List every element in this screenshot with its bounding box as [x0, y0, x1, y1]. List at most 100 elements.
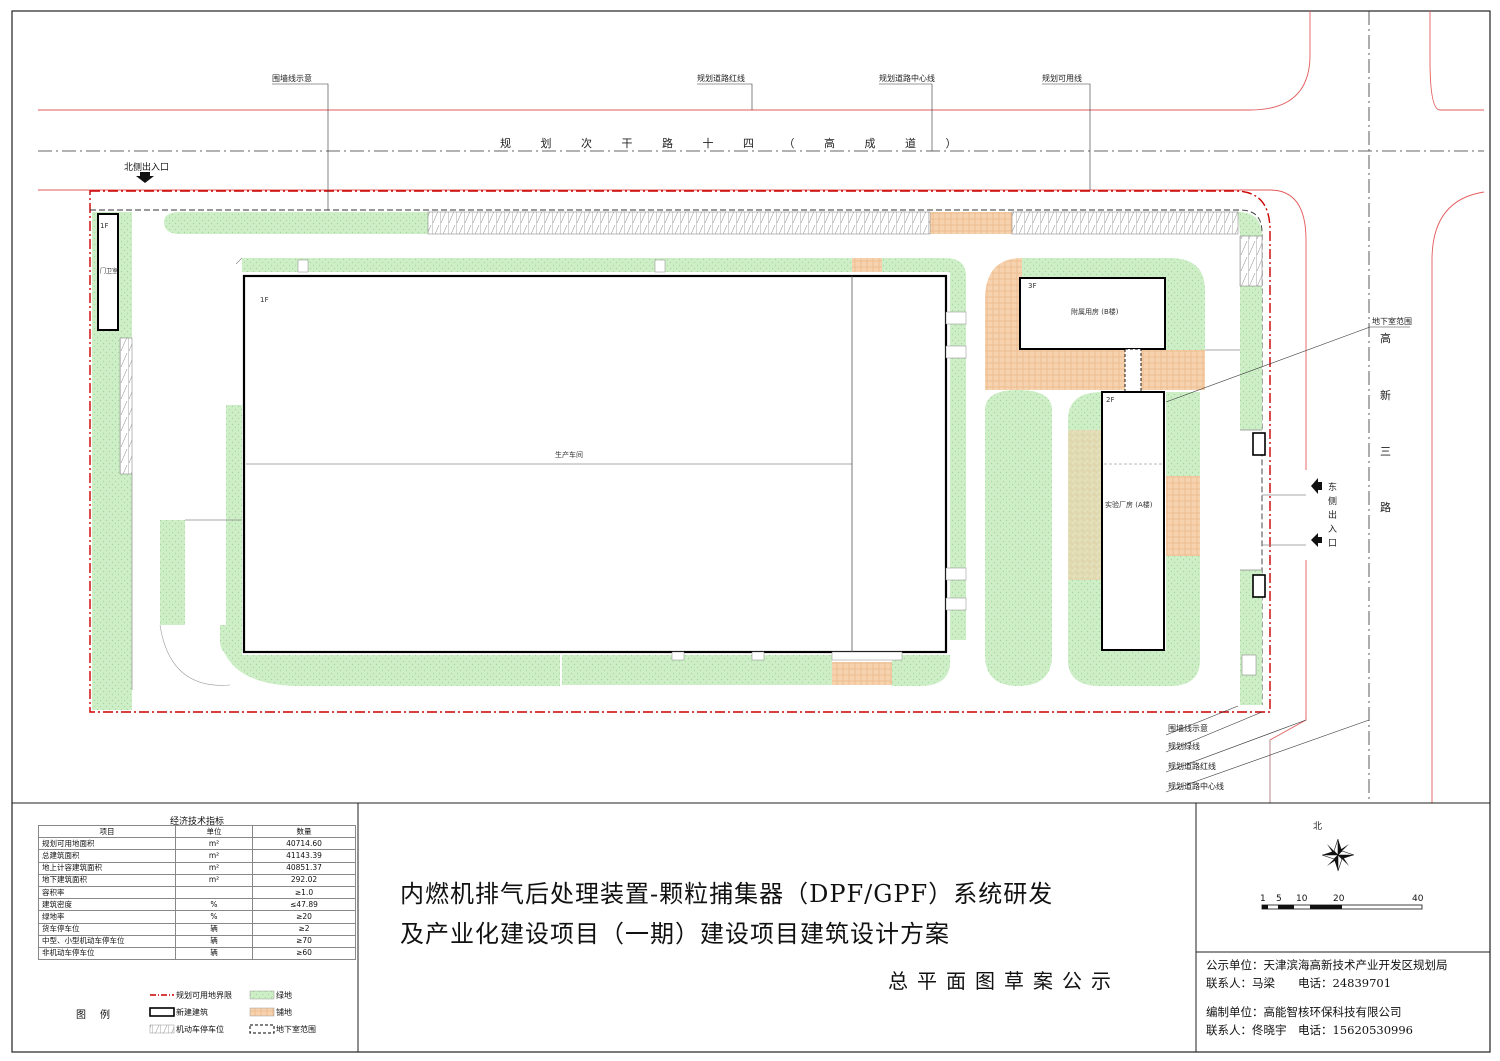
project-title-line-2: 及产业化建设项目（一期）建设项目建筑设计方案: [400, 920, 950, 948]
tech-cell-unit: m²: [175, 837, 253, 851]
tech-row: 非机动车停车位辆≥60: [38, 946, 356, 961]
project-title-line-1: 内燃机排气后处理装置-颗粒捕集器（DPF/GPF）系统研发: [400, 880, 1054, 908]
tech-cell-value: ≥70: [252, 934, 356, 948]
callout-bottom-greenline: 规划绿线: [1168, 742, 1200, 751]
callout-road-redline: 规划道路红线: [697, 74, 745, 83]
tech-row: 货车停车位辆≥2: [38, 922, 356, 936]
east-road-char-1: 高: [1380, 332, 1391, 345]
scale-bar: [1261, 904, 1423, 910]
legend-swatches: [149, 990, 275, 1034]
plan-subtitle: 总平面图草案公示: [888, 969, 1120, 993]
east-entrance-char-1: 东: [1328, 483, 1338, 493]
callout-bottom-redline: 规划道路红线: [1168, 762, 1216, 771]
sheet-border: [11, 10, 1491, 1053]
top-callout-leaders: [272, 83, 1410, 793]
lab-name-label: 实验厂房 (A楼): [1105, 501, 1153, 509]
lab-building: [1101, 391, 1165, 651]
legend-parking: 机动车停车位: [176, 1025, 224, 1034]
parking-strips: [119, 211, 1263, 475]
tech-cell-item: 绿地率: [38, 910, 176, 924]
callout-usable-line: 规划可用线: [1042, 74, 1082, 83]
legend-site-boundary: 规划可用地界限: [176, 991, 232, 1000]
entrance-arrows: [136, 172, 1322, 547]
east-road-char-3: 三: [1380, 445, 1391, 458]
gate-name-label: 门卫室: [100, 268, 119, 275]
tech-header-value: 数量: [252, 824, 356, 839]
internal-road-edges: [131, 257, 1306, 690]
north-compass: [1321, 838, 1355, 872]
tech-cell-item: 非机动车停车位: [38, 946, 176, 961]
tech-row: 中型、小型机动车停车位辆≥70: [38, 934, 356, 948]
scale-label-1: 1: [1260, 894, 1266, 904]
tech-cell-value: 41143.39: [252, 849, 356, 863]
tech-header-unit: 单位: [175, 824, 253, 839]
legend-title: 图例: [76, 1010, 124, 1021]
gatehouses: [97, 213, 1266, 676]
tech-cell-unit: m²: [175, 873, 253, 887]
compass-north-label: 北: [1313, 822, 1323, 832]
production-hall: [242, 259, 967, 661]
callout-wall-line: 围墙线示意: [272, 74, 312, 83]
east-road-char-2: 新: [1380, 389, 1391, 402]
legend-green: 绿地: [276, 991, 292, 1000]
tech-cell-unit: %: [175, 910, 253, 924]
callout-bottom-wall: 围墙线示意: [1168, 724, 1208, 733]
office-floor-label: 3F: [1028, 282, 1037, 290]
tech-cell-unit: m²: [175, 861, 253, 875]
hall-name-label: 生产车间: [555, 451, 583, 459]
tech-cell-item: 地上计容建筑面积: [38, 861, 176, 875]
tech-cell-unit: [175, 885, 253, 900]
callout-road-centerline: 规划道路中心线: [879, 74, 935, 83]
green-areas: [92, 212, 1262, 710]
tech-cell-unit: 辆: [175, 922, 253, 936]
tech-cell-value: ≥2: [252, 922, 356, 936]
tech-cell-item: 建筑密度: [38, 898, 176, 912]
tech-cell-item: 中型、小型机动车停车位: [38, 934, 176, 948]
publisher-line-4: 联系人：佟晓宇 电话：15620530996: [1206, 1023, 1413, 1037]
publisher-line-3: 编制单位：高能智核环保科技有限公司: [1206, 1005, 1402, 1019]
north-entrance-label: 北侧出入口: [124, 163, 170, 173]
tech-row: 绿地率%≥20: [38, 910, 356, 924]
tech-cell-item: 容积率: [38, 885, 176, 900]
tech-row: 容积率≥1.0: [38, 885, 356, 900]
north-road: [38, 11, 1485, 803]
lab-floor-label: 2F: [1106, 396, 1115, 404]
tech-cell-item: 地下建筑面积: [38, 873, 176, 887]
legend-new-building: 新建建筑: [176, 1008, 208, 1017]
tech-row: 建筑密度%≤47.89: [38, 898, 356, 912]
scale-label-10: 10: [1296, 894, 1308, 904]
north-road-label: 规 划 次 干 路 十 四 （ 高 成 道 ）: [500, 137, 970, 150]
callout-bottom-centerline: 规划道路中心线: [1168, 782, 1224, 791]
site-boundary: [89, 190, 1271, 713]
tech-cell-unit: %: [175, 898, 253, 912]
tech-cell-value: ≤47.89: [252, 898, 356, 912]
office-name-label: 附属用房 (B楼): [1071, 308, 1119, 316]
east-entrance-char-2: 侧: [1328, 497, 1338, 507]
gate-floor-label: 1F: [100, 222, 109, 230]
east-entrance-char-3: 出: [1328, 511, 1338, 521]
tech-cell-item: 总建筑面积: [38, 849, 176, 863]
tech-cell-value: ≥20: [252, 910, 356, 924]
tech-cell-unit: m²: [175, 849, 253, 863]
tech-cell-value: 292.02: [252, 873, 356, 887]
title-block-frame: [12, 802, 1490, 1052]
callout-underground: 地下室范围: [1372, 317, 1412, 326]
publisher-line-2: 联系人：马梁 电话：24839701: [1206, 976, 1392, 990]
tech-cell-unit: 辆: [175, 946, 253, 961]
scale-label-5: 5: [1276, 894, 1282, 904]
publisher-line-1: 公示单位：天津滨海高新技术产业开发区规划局: [1206, 958, 1448, 972]
legend-underground: 地下室范围: [276, 1025, 316, 1034]
east-road-char-4: 路: [1380, 501, 1391, 514]
legend-paving: 铺地: [276, 1008, 292, 1017]
hall-floor-label: 1F: [260, 296, 269, 304]
tech-table-title: 经济技术指标: [169, 817, 224, 827]
tech-cell-item: 货车停车位: [38, 922, 176, 936]
